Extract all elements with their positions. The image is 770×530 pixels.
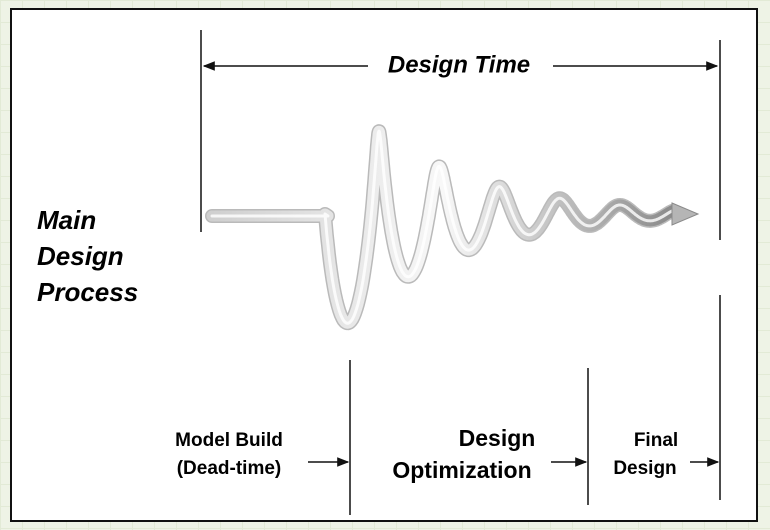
final-design-label-line-2: Design bbox=[613, 458, 676, 479]
oscillation-spring bbox=[205, 124, 700, 331]
final-design-label-line-1: Final bbox=[634, 430, 678, 451]
spring-arrowhead bbox=[671, 202, 700, 226]
model-build-label-line-2: (Dead-time) bbox=[177, 458, 282, 479]
main-label-line-1: Main bbox=[37, 205, 96, 235]
optimization-label-line-1: Design bbox=[459, 425, 536, 451]
optimization-label-line-2: Optimization bbox=[392, 457, 531, 483]
diagram-panel bbox=[10, 8, 758, 522]
design-time-label: Design Time bbox=[388, 51, 530, 78]
model-build-label-line-1: Model Build bbox=[175, 430, 283, 451]
main-label-line-3: Process bbox=[37, 277, 138, 307]
main-label-line-2: Design bbox=[37, 241, 124, 271]
